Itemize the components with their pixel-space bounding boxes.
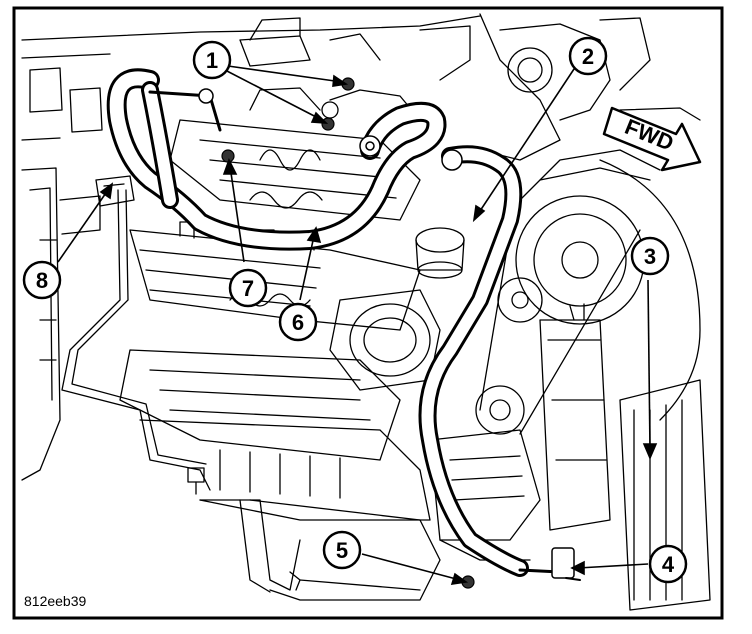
callout-7-label: 7 xyxy=(242,276,254,301)
callout-6-label: 6 xyxy=(292,310,304,335)
callout-7: 7 xyxy=(228,268,268,308)
callout-5: 5 xyxy=(322,530,362,570)
figure-frame xyxy=(12,6,724,620)
callout-2: 2 xyxy=(568,36,608,76)
callout-2-label: 2 xyxy=(582,44,594,69)
figure-code: 812eeb39 xyxy=(24,593,87,609)
callout-3: 3 xyxy=(630,236,670,276)
callout-8: 8 xyxy=(22,260,62,300)
callout-4: 4 xyxy=(648,544,688,584)
heater-hose-lower xyxy=(418,145,581,581)
forward-arrow-icon xyxy=(602,106,702,172)
callout-3-label: 3 xyxy=(644,244,656,269)
callout-6: 6 xyxy=(278,302,318,342)
heater-hose-upper xyxy=(106,68,447,251)
callout-5-label: 5 xyxy=(336,538,348,563)
fastener-nut xyxy=(221,149,235,163)
leader-lines xyxy=(57,65,658,585)
callout-8-label: 8 xyxy=(36,268,48,293)
callout-1-label: 1 xyxy=(206,48,218,73)
fasteners xyxy=(221,77,475,589)
callout-1: 1 xyxy=(192,40,232,80)
callout-4-label: 4 xyxy=(662,552,675,577)
